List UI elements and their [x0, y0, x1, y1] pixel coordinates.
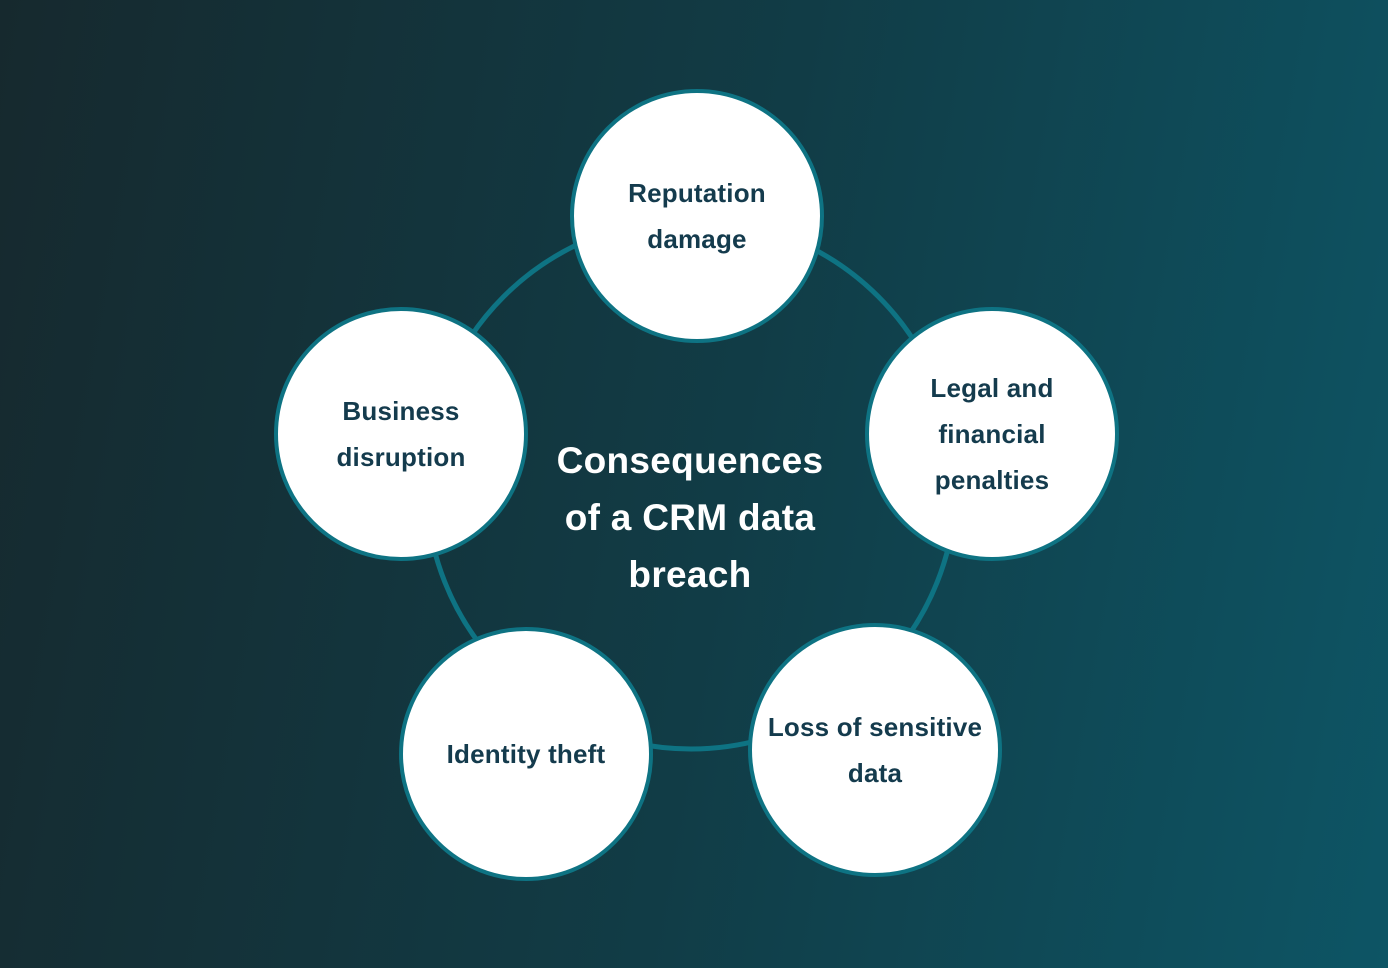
label-line: Legal and — [930, 373, 1054, 403]
node-business-disruption: Business disruption — [274, 307, 528, 561]
title-line: Consequences — [556, 440, 824, 481]
node-label: Reputation damage — [628, 170, 766, 262]
title-line: of a CRM data — [564, 497, 816, 538]
node-label: Identity theft — [447, 731, 606, 777]
label-line: Business — [342, 396, 460, 426]
node-label: Loss of sensitive data — [768, 704, 982, 796]
label-line: Loss of sensitive — [767, 712, 983, 742]
node-identity-theft: Identity theft — [399, 627, 653, 881]
node-legal-financial-penalties: Legal and financial penalties — [865, 307, 1119, 561]
label-line: damage — [647, 224, 747, 254]
node-label: Business disruption — [336, 388, 465, 480]
node-loss-of-sensitive-data: Loss of sensitive data — [748, 623, 1002, 877]
diagram-title: Consequences of a CRM data breach — [460, 432, 920, 603]
title-line: breach — [628, 554, 752, 595]
label-line: data — [847, 758, 903, 788]
label-line: disruption — [336, 442, 466, 472]
node-reputation-damage: Reputation damage — [570, 89, 824, 343]
label-line: penalties — [934, 465, 1050, 495]
label-line: Reputation — [628, 178, 766, 208]
label-line: Identity theft — [446, 739, 606, 769]
label-line: financial — [938, 419, 1046, 449]
node-label: Legal and financial penalties — [930, 365, 1053, 503]
